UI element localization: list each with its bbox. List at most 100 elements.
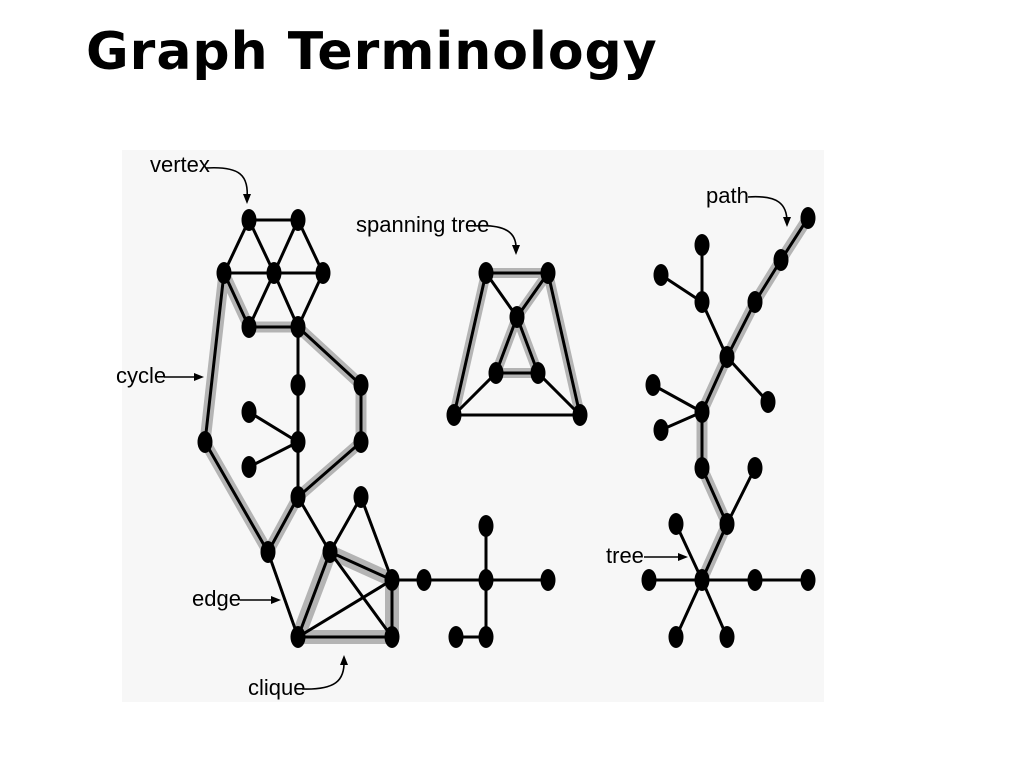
graph-vertex [540, 569, 556, 591]
graph-edge [700, 578, 729, 639]
graph-vertex [760, 391, 776, 413]
graph-edge [328, 550, 394, 582]
graph-vertex [353, 431, 369, 453]
graph-edge [674, 522, 704, 582]
callout-arrow-line [301, 659, 345, 690]
label-vertex: vertex [150, 152, 210, 177]
callout-tree: tree [606, 543, 688, 568]
graph-edge [546, 271, 582, 417]
graph-vertex [290, 316, 306, 338]
graph-vertex [241, 456, 257, 478]
graph-edge [328, 495, 363, 554]
graph-vertex [384, 626, 400, 648]
graph-vertex [773, 249, 789, 271]
graph-vertex [290, 431, 306, 453]
graph-vertex [719, 346, 735, 368]
graph-edge [452, 371, 498, 417]
callout-cycle: cycle [116, 363, 204, 388]
label-tree: tree [606, 543, 644, 568]
graph-vertex [719, 513, 735, 535]
graph-edge [266, 550, 300, 639]
graph-edge [700, 355, 729, 414]
slide-title: Graph Terminology [86, 22, 658, 82]
graph-vertex [509, 306, 525, 328]
graph-vertex [290, 486, 306, 508]
graph-vertex [653, 264, 669, 286]
label-spanning-tree: spanning tree [356, 212, 489, 237]
graph-edge [452, 271, 488, 417]
graph-vertex [241, 209, 257, 231]
label-path: path [706, 183, 749, 208]
graph-vertex [694, 291, 710, 313]
callout-layer: vertex spanning tree path cycle edge clique tr… [116, 152, 791, 700]
graph-vertex [694, 401, 710, 423]
arrowhead-icon [340, 655, 348, 665]
graph-vertex [290, 209, 306, 231]
graph-vertex [478, 626, 494, 648]
graph-edge [651, 383, 704, 414]
graph-vertex [241, 316, 257, 338]
graph-vertex [416, 569, 432, 591]
graph-edge [203, 271, 226, 444]
arrowhead-icon [783, 217, 791, 227]
graph-vertex [197, 431, 213, 453]
graph-edge [328, 550, 394, 639]
graph-vertex [260, 541, 276, 563]
graph-vertex [241, 401, 257, 423]
graph-edge [674, 578, 704, 639]
graph-edge [359, 495, 394, 582]
label-edge: edge [192, 586, 241, 611]
graph-vertex [694, 569, 710, 591]
graph-vertex [694, 234, 710, 256]
graph-vertex [446, 404, 462, 426]
graph-vertex [653, 419, 669, 441]
vertex-layer [197, 207, 816, 648]
callout-clique: clique [248, 655, 348, 700]
arrowhead-icon [271, 596, 281, 604]
graph-edge [725, 300, 757, 359]
graph-vertex [478, 569, 494, 591]
graph-edge [700, 300, 729, 359]
graph-edge [296, 325, 363, 387]
label-cycle: cycle [116, 363, 166, 388]
graph-vertex [645, 374, 661, 396]
graph-edge [296, 440, 363, 499]
label-clique: clique [248, 675, 305, 700]
graph-vertex [668, 626, 684, 648]
graph-edge [700, 466, 729, 526]
arrowhead-icon [194, 373, 204, 381]
graph-vertex [800, 207, 816, 229]
graph-vertex [478, 262, 494, 284]
graph-vertex [290, 626, 306, 648]
graph-vertex [322, 541, 338, 563]
callout-path: path [706, 183, 791, 227]
graph-vertex [641, 569, 657, 591]
graph-vertex [290, 374, 306, 396]
callout-vertex: vertex [150, 152, 251, 204]
graph-vertex [800, 569, 816, 591]
graph-edge [536, 371, 582, 417]
graph-edge [725, 466, 757, 526]
graph-vertex [353, 374, 369, 396]
graph-vertex [668, 513, 684, 535]
graph-vertex [540, 262, 556, 284]
arrowhead-icon [243, 194, 251, 204]
graph-edge [247, 410, 300, 444]
graph-vertex [353, 486, 369, 508]
graph-vertex [448, 626, 464, 648]
graph-edge [203, 440, 270, 554]
graph-vertex [530, 362, 546, 384]
graph-edge [700, 522, 729, 582]
graph-vertex [747, 291, 763, 313]
callout-edge: edge [192, 586, 281, 611]
graph-vertex [572, 404, 588, 426]
graph-vertex [747, 569, 763, 591]
graph-vertex [384, 569, 400, 591]
arrowhead-icon [512, 245, 520, 255]
graph-edge [725, 355, 770, 404]
graph-vertex [719, 626, 735, 648]
graph-vertex [747, 457, 763, 479]
graph-vertex [488, 362, 504, 384]
